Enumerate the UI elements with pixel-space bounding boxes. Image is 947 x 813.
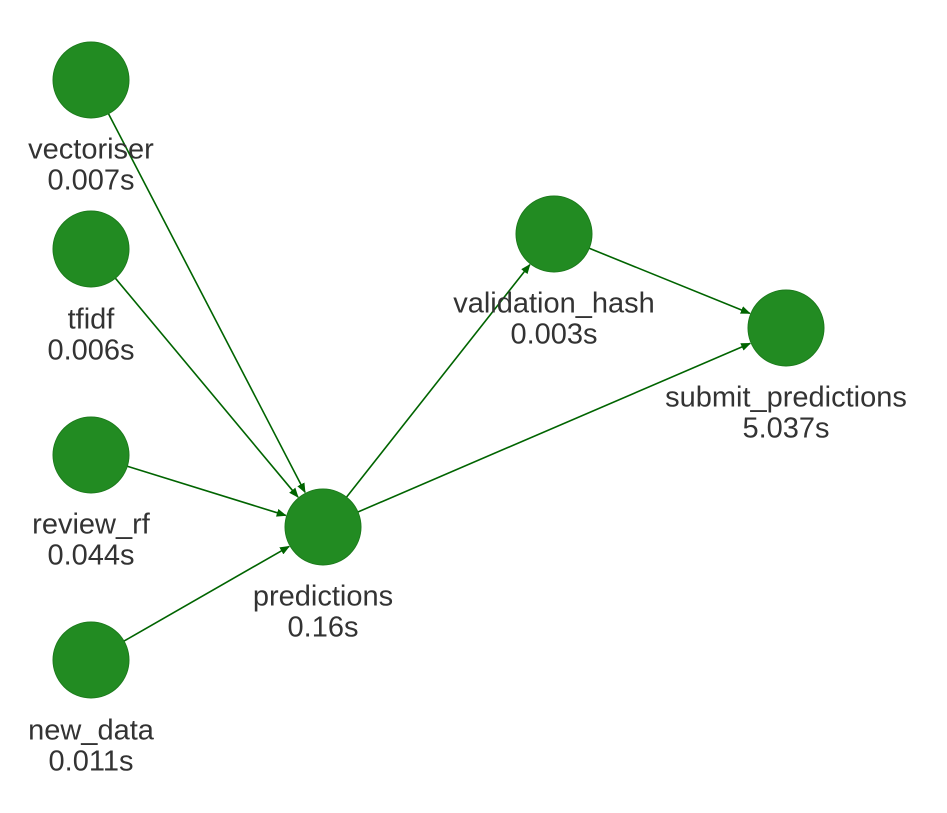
edges-layer [107,113,752,642]
edge-new_data-to-predictions [123,545,291,642]
edge-review_rf-to-predictions [127,465,287,517]
node-name-label: submit_predictions [665,382,907,414]
node-circle[interactable] [52,416,130,494]
node-time-label: 0.011s [49,746,134,778]
node-time-label: 0.003s [510,319,597,351]
edge-validation_hash-to-submit_predictions [588,247,751,315]
node-time-label: 5.037s [742,413,829,445]
edge-tfidf-to-predictions [114,277,299,498]
node-time-label: 0.16s [288,612,359,644]
node-circle[interactable] [52,210,130,288]
node-circle[interactable] [52,621,130,699]
node-circle[interactable] [515,195,593,273]
node-time-label: 0.007s [47,165,134,197]
node-time-label: 0.044s [47,540,134,572]
node-circle[interactable] [747,289,825,367]
node-name-label: new_data [28,715,155,747]
node-name-label: vectoriser [28,134,154,166]
node-review_rf[interactable]: review_rf0.044s [32,416,151,572]
edge-predictions-to-validation_hash [345,263,531,498]
node-name-label: review_rf [32,509,151,541]
node-name-label: predictions [253,581,393,613]
node-circle[interactable] [52,41,130,119]
node-name-label: validation_hash [453,288,655,320]
edge-predictions-to-submit_predictions [357,342,752,513]
node-name-label: tfidf [68,304,116,336]
node-time-label: 0.006s [47,335,134,367]
edge-vectoriser-to-predictions [107,113,306,494]
node-circle[interactable] [284,488,362,566]
